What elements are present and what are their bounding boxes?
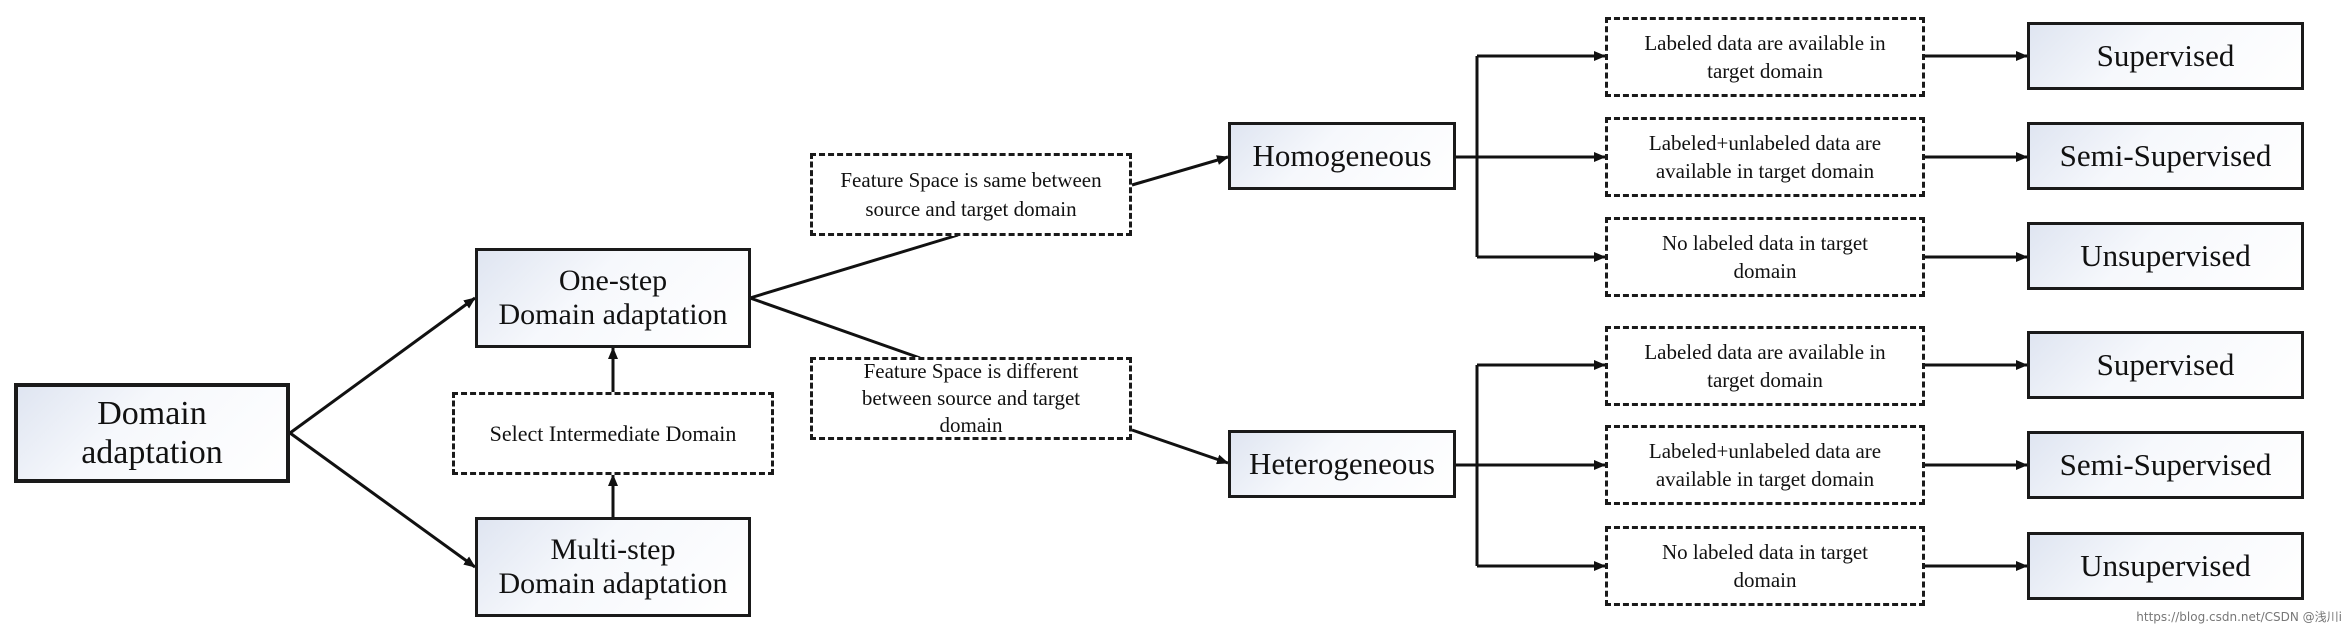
condition-line-2: domain bbox=[1733, 568, 1797, 592]
edge-root-to-multi-step bbox=[289, 431, 476, 569]
condition-line-1: Labeled+unlabeled data are bbox=[1648, 438, 1882, 463]
homogeneous-condition-no-labeled-box: No labeled data in target domain bbox=[1605, 217, 1925, 297]
feature-space-different-box: Feature Space is different between sourc… bbox=[810, 357, 1132, 440]
multi-step-label-line-1: Multi-step bbox=[550, 532, 676, 566]
one-step-label-line-1: One-step bbox=[558, 263, 668, 297]
heterogeneous-label: Heterogeneous bbox=[1249, 446, 1435, 482]
homogeneous-supervised-box: Supervised bbox=[2027, 22, 2304, 90]
heterogeneous-semi-supervised-box: Semi-Supervised bbox=[2027, 431, 2304, 499]
one-step-domain-adaptation-box: One-step Domain adaptation bbox=[475, 248, 751, 348]
outcome-label: Semi-Supervised bbox=[2059, 447, 2272, 483]
condition-line-2: available in target domain bbox=[1655, 467, 1875, 491]
condition-line-1: Labeled+unlabeled data are bbox=[1648, 130, 1882, 155]
heterogeneous-condition-no-labeled-box: No labeled data in target domain bbox=[1605, 526, 1925, 606]
homogeneous-condition-labeled-box: Labeled data are available in target dom… bbox=[1605, 17, 1925, 97]
intermediate-label: Select Intermediate Domain bbox=[489, 420, 737, 446]
multi-step-label-line-2: Domain adaptation bbox=[498, 567, 728, 600]
edge-one-step-to-feature-diff bbox=[749, 296, 921, 360]
feature-diff-line-2: between source and target bbox=[861, 385, 1081, 410]
homogeneous-condition-labeled-unlabeled-box: Labeled+unlabeled data are available in … bbox=[1605, 117, 1925, 197]
feature-diff-line-1: Feature Space is different bbox=[863, 358, 1079, 383]
feature-same-line-1: Feature Space is same between bbox=[840, 168, 1102, 193]
edge-feature-same-to-homogeneous bbox=[1131, 155, 1229, 187]
root-domain-adaptation-box: Domain adaptation bbox=[14, 383, 290, 483]
condition-line-2: target domain bbox=[1707, 59, 1823, 83]
edge-feature-diff-to-heterogeneous bbox=[1131, 428, 1229, 465]
outcome-label: Supervised bbox=[2096, 38, 2235, 74]
condition-line-1: Labeled data are available in bbox=[1644, 30, 1886, 55]
heterogeneous-unsupervised-box: Unsupervised bbox=[2027, 532, 2304, 600]
homogeneous-unsupervised-box: Unsupervised bbox=[2027, 222, 2304, 290]
homogeneous-label: Homogeneous bbox=[1252, 138, 1432, 174]
feature-diff-line-3: domain bbox=[939, 413, 1003, 438]
feature-same-line-2: source and target domain bbox=[865, 196, 1077, 221]
outcome-label: Supervised bbox=[2096, 347, 2235, 383]
heterogeneous-supervised-box: Supervised bbox=[2027, 331, 2304, 399]
condition-line-2: domain bbox=[1733, 259, 1797, 283]
select-intermediate-domain-box: Select Intermediate Domain bbox=[452, 392, 774, 475]
edge-one-step-to-feature-same bbox=[749, 233, 959, 300]
root-label-line-1: Domain bbox=[97, 394, 207, 432]
heterogeneous-condition-labeled-unlabeled-box: Labeled+unlabeled data are available in … bbox=[1605, 425, 1925, 505]
outcome-label: Semi-Supervised bbox=[2059, 138, 2272, 174]
outcome-label: Unsupervised bbox=[2080, 238, 2251, 274]
condition-line-2: target domain bbox=[1707, 368, 1823, 392]
heterogeneous-condition-labeled-box: Labeled data are available in target dom… bbox=[1605, 326, 1925, 406]
heterogeneous-box: Heterogeneous bbox=[1228, 430, 1456, 498]
condition-line-1: Labeled data are available in bbox=[1644, 339, 1886, 364]
condition-line-1: No labeled data in target bbox=[1661, 539, 1869, 564]
homogeneous-semi-supervised-box: Semi-Supervised bbox=[2027, 122, 2304, 190]
watermark-text: https://blog.csdn.net/CSDN @浅川i bbox=[2136, 610, 2342, 624]
root-label-line-2: adaptation bbox=[81, 434, 223, 471]
condition-line-2: available in target domain bbox=[1655, 159, 1875, 183]
edge-root-to-one-step bbox=[289, 296, 476, 435]
multi-step-domain-adaptation-box: Multi-step Domain adaptation bbox=[475, 517, 751, 617]
feature-space-same-box: Feature Space is same between source and… bbox=[810, 153, 1132, 236]
condition-line-1: No labeled data in target bbox=[1661, 230, 1869, 255]
one-step-label-line-2: Domain adaptation bbox=[498, 298, 728, 331]
homogeneous-box: Homogeneous bbox=[1228, 122, 1456, 190]
outcome-label: Unsupervised bbox=[2080, 548, 2251, 584]
